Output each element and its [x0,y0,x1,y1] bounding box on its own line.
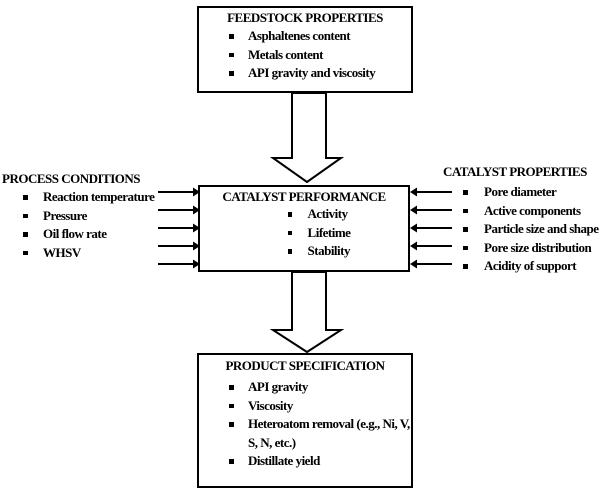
list-item: Active components [443,202,600,221]
list-item-label: Pore diameter [484,184,557,199]
catalyst-performance-title: CATALYST PERFORMANCE [222,189,386,204]
bullet-icon [23,250,28,255]
bullet-icon [463,190,468,195]
bullet-icon [463,227,468,232]
list-item-label: Active components [484,202,581,218]
down-arrow-icon [269,92,345,184]
bullet-icon [287,230,293,235]
list-item-label: Activity [307,206,349,221]
list-item: Lifetime [287,224,351,243]
list-item-label: Asphaltenes content [248,28,351,43]
bullet-icon [229,459,234,464]
feedstock-properties-box: FEEDSTOCK PROPERTIES Asphaltenes content… [197,6,413,93]
catalyst-properties-title: CATALYST PROPERTIES [443,164,587,179]
bullet-icon [229,52,234,57]
bullet-icon [463,208,468,213]
list-item: Distillate yield [199,452,411,471]
down-arrow-icon [269,271,345,354]
list-item-label: Heteroatom removal (e.g., Ni, V, S, N, e… [248,416,410,450]
bullet-icon [463,264,468,269]
bullet-icon [229,34,234,39]
product-specification-list: API gravity Viscosity Heteroatom removal… [199,378,411,471]
list-item: Activity [287,205,351,224]
list-item-label: Reaction temperature [43,189,155,204]
bullet-icon [287,249,293,254]
bullet-icon [229,403,234,408]
list-item: Pore diameter [443,183,600,202]
list-item: Metals content [199,46,411,65]
list-item: Pore size distribution [443,239,600,258]
process-conditions-group: PROCESS CONDITIONS Reaction temperature … [2,169,197,262]
bullet-icon [229,71,234,76]
list-item-label: Pore size distribution [484,239,592,255]
feedstock-item-list: Asphaltenes content Metals content API g… [199,27,411,83]
product-specification-title: PRODUCT SPECIFICATION [225,358,385,373]
list-item-label: Stability [307,243,351,258]
catalyst-performance-box: CATALYST PERFORMANCE Activity Lifetime S… [198,185,410,272]
bullet-icon [23,232,28,237]
list-item: Particle size and shape [443,220,600,239]
bullet-icon [463,245,468,250]
list-item-label: Distillate yield [248,453,320,468]
bullet-icon [23,195,28,200]
bullet-icon [287,212,293,217]
feedstock-box-title: FEEDSTOCK PROPERTIES [227,10,383,25]
list-item-label: Lifetime [307,224,351,240]
list-item: Reaction temperature [2,188,197,207]
bullet-icon [229,422,234,427]
list-item: Heteroatom removal (e.g., Ni, V, S, N, e… [199,415,411,452]
list-item: Stability [287,242,351,261]
list-item-label: Metals content [248,46,323,62]
bullet-icon [229,385,234,390]
list-item-label: Pressure [43,207,87,223]
list-item: Acidity of support [443,257,600,276]
catalyst-properties-group: CATALYST PROPERTIES Pore diameter Active… [443,162,600,276]
list-item: API gravity and viscosity [199,64,411,83]
list-item-label: API gravity [248,379,308,394]
list-item-label: WHSV [43,244,81,260]
list-item: WHSV [2,244,197,263]
list-item-label: API gravity and viscosity [248,65,376,80]
list-item-label: Oil flow rate [43,226,107,241]
bullet-icon [23,213,28,218]
list-item: Pressure [2,207,197,226]
list-item-label: Acidity of support [484,258,577,273]
list-item-label: Viscosity [248,397,293,413]
list-item: API gravity [199,378,411,397]
list-item: Viscosity [199,397,411,416]
catalyst-properties-list: Pore diameter Active components Particle… [443,183,600,276]
product-specification-box: PRODUCT SPECIFICATION API gravity Viscos… [197,353,413,488]
catalyst-performance-list: Activity Lifetime Stability [258,205,351,261]
list-item: Oil flow rate [2,225,197,244]
list-item: Asphaltenes content [199,27,411,46]
list-item-label: Particle size and shape [484,221,599,236]
process-conditions-title: PROCESS CONDITIONS [2,171,141,186]
process-conditions-list: Reaction temperature Pressure Oil flow r… [2,188,197,262]
